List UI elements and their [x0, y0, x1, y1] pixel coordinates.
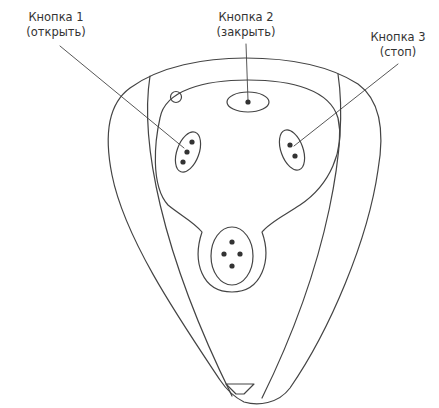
- callout-label: Кнопка 2 (закрыть): [204, 10, 288, 40]
- lanyard-hole: [226, 384, 254, 394]
- callout-label: Кнопка 3 (стоп): [361, 30, 435, 60]
- housing-edge: [262, 74, 341, 398]
- led-indicator: [171, 92, 182, 103]
- leader-line: [294, 64, 398, 146]
- leader-line: [246, 44, 248, 100]
- button-stop: [274, 127, 309, 174]
- button-open: [170, 129, 205, 176]
- button-bottom: [211, 227, 253, 285]
- leader-line: [60, 46, 184, 148]
- housing-edge: [148, 76, 232, 396]
- button-dots: [180, 99, 297, 268]
- callout-label: Кнопка 1 (открыть): [14, 10, 98, 40]
- button-panel: [155, 80, 339, 292]
